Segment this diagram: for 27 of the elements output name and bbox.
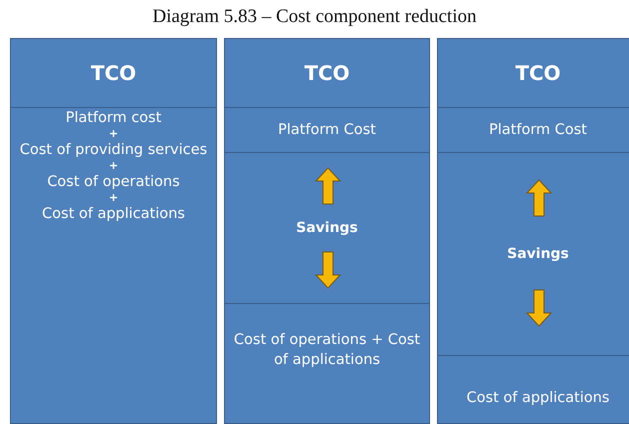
header-text: TCO (90, 61, 138, 85)
savings-panel (224, 152, 430, 304)
cost-text: Cost of operations + Cost of applications (232, 330, 422, 370)
header-panel (437, 38, 629, 108)
plus-sign: + (108, 160, 120, 172)
cost-text: Cost of operations (46, 172, 181, 192)
cost-panel (224, 303, 430, 424)
savings-label: Savings (295, 220, 359, 236)
header-panel (10, 38, 217, 108)
cost-text: Platform Cost (277, 121, 377, 140)
cost-text: Platform cost (64, 108, 162, 128)
cost-panel (437, 355, 629, 424)
diagram-title: Diagram 5.83 – Cost component reduction (152, 6, 478, 28)
cost-panel (10, 107, 217, 424)
cost-text: Cost of providing services (18, 140, 208, 160)
plus-sign: + (108, 192, 120, 204)
header-panel (224, 38, 430, 108)
cost-text: Cost of applications (41, 204, 186, 224)
plus-sign: + (108, 128, 120, 140)
cost-panel (224, 107, 430, 153)
savings-panel (437, 152, 629, 356)
savings-label: Savings (506, 246, 570, 262)
cost-text: Cost of applications (466, 388, 610, 408)
header-text: TCO (514, 61, 562, 85)
cost-panel (437, 107, 629, 153)
header-text: TCO (303, 61, 351, 85)
cost-text: Platform Cost (488, 121, 588, 140)
